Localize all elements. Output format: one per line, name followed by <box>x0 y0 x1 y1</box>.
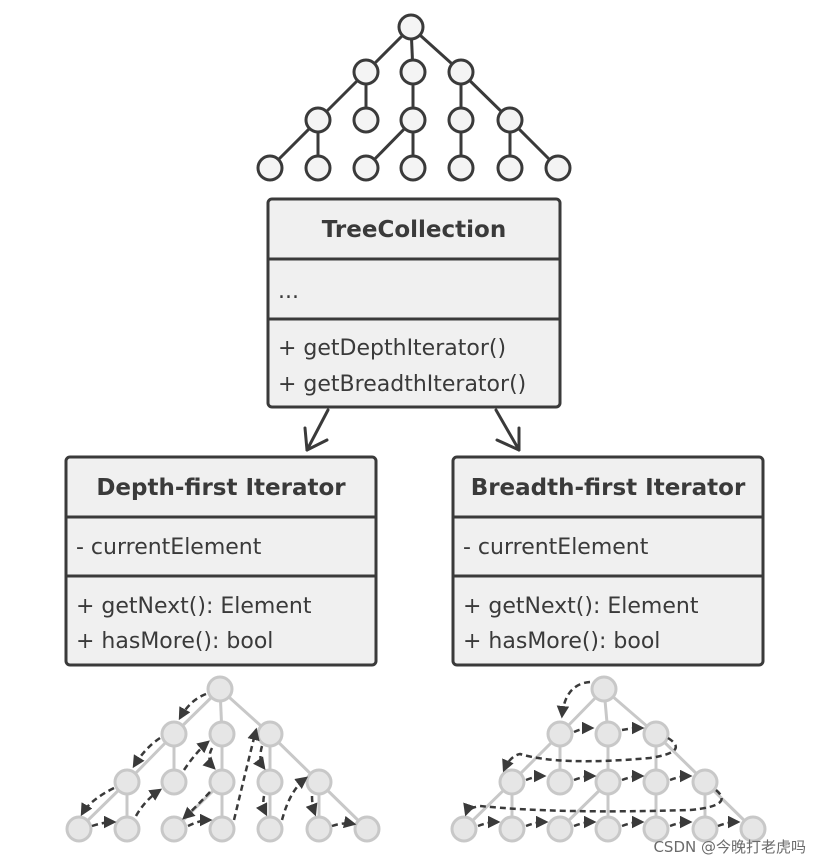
depth-first-traversal-graphic <box>65 675 381 843</box>
depth-iterator-fields: - currentElement <box>76 535 262 560</box>
tree-nodes <box>256 13 572 182</box>
breadth-iterator-method-1: + getNext(): Element <box>463 594 699 619</box>
tree-collection-method-1: + getDepthIterator() <box>278 336 506 361</box>
tree-edges <box>268 25 560 170</box>
depth-faded-edges <box>77 687 369 831</box>
depth-faded-nodes <box>65 675 381 843</box>
breadth-first-traversal-graphic <box>450 675 767 843</box>
tree-collection-title: TreeCollection <box>322 217 506 243</box>
breadth-iterator-title: Breadth-first Iterator <box>471 475 746 501</box>
depth-traversal-arrows <box>80 692 357 829</box>
depth-iterator-title: Depth-first Iterator <box>96 475 346 501</box>
depth-iterator-method-2: + hasMore(): bool <box>76 629 273 654</box>
arrow-to-depth-iterator <box>303 408 330 452</box>
breadth-traversal-arrows <box>463 680 741 829</box>
depth-iterator-method-1: + getNext(): Element <box>76 594 312 619</box>
breadth-iterator-class: Breadth-first Iterator - currentElement … <box>451 455 765 667</box>
breadth-iterator-fields: - currentElement <box>463 535 649 560</box>
depth-iterator-class: Depth-first Iterator - currentElement + … <box>64 455 378 667</box>
tree-collection-method-2: + getBreadthIterator() <box>278 372 526 397</box>
arrow-to-breadth-iterator <box>494 408 521 452</box>
breadth-iterator-method-2: + hasMore(): bool <box>463 629 660 654</box>
breadth-faded-edges <box>462 687 755 831</box>
tree-graphic <box>256 13 572 182</box>
watermark-text: CSDN @今晚打老虎吗 <box>653 838 806 856</box>
tree-collection-fields: ... <box>278 279 299 304</box>
tree-collection-class: TreeCollection ... + getDepthIterator() … <box>266 197 562 409</box>
